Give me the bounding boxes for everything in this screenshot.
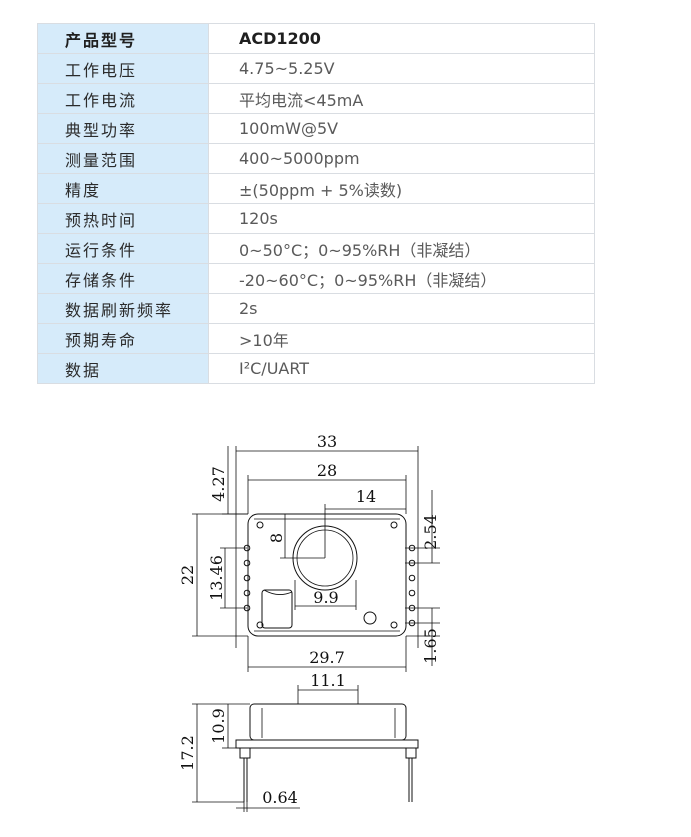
dim-bottom-margin: 1.65 (421, 628, 440, 664)
spec-row: 工作电流平均电流<45mA (37, 83, 595, 114)
spec-value: 2s (208, 293, 595, 324)
spec-value: 平均电流<45mA (208, 83, 595, 114)
dim-body-height: 10.9 (209, 708, 228, 744)
pcb-outline (247, 513, 407, 637)
spec-row: 精度±(50ppm + 5%读数) (37, 173, 595, 204)
dim-pin-width: 0.64 (262, 788, 298, 807)
module-body (249, 703, 407, 741)
spec-value: 120s (208, 203, 595, 234)
dimension-drawing: 33 28 14 4.27 22 13.46 8 9.9 (178, 432, 440, 812)
dim-sensor-offset: 14 (356, 487, 376, 506)
spec-key: 产品型号 (37, 23, 209, 54)
spec-key: 存储条件 (37, 263, 209, 294)
spec-key: 数据刷新频率 (37, 293, 209, 324)
dim-top-margin: 4.27 (209, 466, 228, 502)
spec-value: >10年 (208, 323, 595, 354)
spec-row: 存储条件-20~60°C；0~95%RH（非凝结） (37, 263, 595, 294)
side-view: 11.1 10.9 17.2 0.64 (178, 671, 419, 812)
spec-key: 精度 (37, 173, 209, 204)
spec-key: 工作电压 (37, 53, 209, 84)
spec-key: 数据 (37, 353, 209, 384)
spec-value: 0~50°C；0~95%RH（非凝结） (208, 233, 595, 264)
dim-width-inner: 28 (317, 461, 337, 480)
spec-key: 预热时间 (37, 203, 209, 234)
spec-key: 典型功率 (37, 113, 209, 144)
dim-width-overall: 33 (317, 432, 337, 451)
dim-height-overall: 22 (178, 565, 197, 585)
dim-top-width: 11.1 (310, 671, 346, 690)
spec-row: 预期寿命>10年 (37, 323, 595, 354)
dim-circle-offset: 8 (267, 533, 286, 543)
spec-value: -20~60°C；0~95%RH（非凝结） (208, 263, 595, 294)
spec-value: 400~5000ppm (208, 143, 595, 174)
spec-value: 4.75~5.25V (208, 53, 595, 84)
top-view: 33 28 14 4.27 22 13.46 8 9.9 (178, 432, 440, 672)
dim-circle-to-edge: 9.9 (313, 588, 338, 607)
spec-value: 100mW@5V (208, 113, 595, 144)
spec-value: I²C/UART (208, 353, 595, 384)
spec-key: 运行条件 (37, 233, 209, 264)
spec-key: 预期寿命 (37, 323, 209, 354)
spec-key: 测量范围 (37, 143, 209, 174)
spec-value: ±(50ppm + 5%读数) (208, 173, 595, 204)
dim-total-height: 17.2 (178, 735, 197, 771)
dim-pcb-width: 29.7 (309, 648, 345, 667)
spec-key: 工作电流 (37, 83, 209, 114)
dim-pin-pitch: 2.54 (421, 514, 440, 550)
dim-pin-span: 13.46 (207, 555, 226, 601)
spec-value: ACD1200 (208, 23, 595, 54)
